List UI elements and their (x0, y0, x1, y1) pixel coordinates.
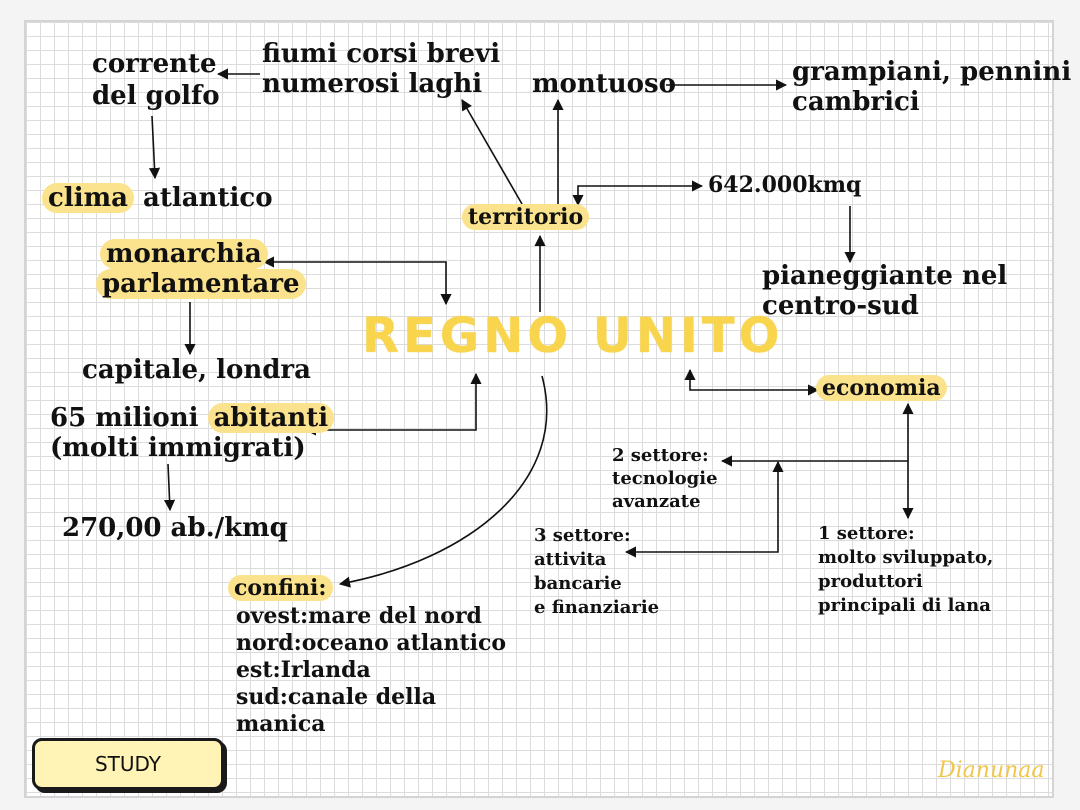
node-montuoso: montuoso (532, 69, 676, 99)
arrow-to-area (572, 180, 704, 207)
node-corrente-2: del golfo (92, 81, 220, 111)
arrow-to-settore3 (624, 460, 784, 558)
node-pianeggiante-1: pianeggiante nel (762, 261, 1008, 291)
node-corrente-1: corrente (92, 49, 217, 79)
node-settore3-2: attivita (534, 549, 607, 570)
node-capitale: capitale, londra (82, 355, 311, 385)
node-settore1-4: principali di lana (818, 595, 991, 616)
node-grampiani-1: grampiani, pennini (792, 57, 1072, 87)
arrow-to-economia (684, 368, 820, 396)
node-settore2-3: avanzate (612, 491, 701, 512)
node-settore1-2: molto sviluppato, (818, 547, 994, 568)
arrow-to-monarchia (262, 256, 452, 306)
node-abitanti-2: (molti immigrati) (50, 433, 306, 463)
node-monarchia-2: parlamentare (96, 269, 306, 299)
arrow-to-confini (338, 375, 548, 588)
node-confini-1: ovest:mare del nord (236, 603, 482, 629)
node-fiumi-2: numerosi laghi (262, 69, 483, 99)
node-confini-3: est:Irlanda (236, 657, 371, 683)
node-settore1-3: produttori (818, 571, 923, 592)
grid-paper (24, 20, 1054, 798)
node-settore2-1: 2 settore: (612, 445, 709, 466)
node-settore1-1: 1 settore: (818, 523, 915, 544)
clima-highlight: clima (42, 183, 134, 213)
node-clima: clima atlantico (42, 183, 273, 213)
node-territorio: territorio (462, 204, 590, 230)
node-pianeggiante-2: centro-sud (762, 291, 919, 321)
study-badge: STUDY (32, 738, 224, 790)
node-densita: 270,00 ab./kmq (62, 513, 288, 543)
author-signature: Dianunaa (938, 758, 1045, 783)
node-confini-5: manica (236, 711, 326, 737)
node-grampiani-2: cambrici (792, 87, 920, 117)
arrow-to-abitanti (304, 372, 482, 436)
node-settore2-2: tecnologie (612, 468, 718, 489)
node-settore3-3: bancarie (534, 573, 622, 594)
node-confini-2: nord:oceano atlantico (236, 630, 507, 656)
arrow-to-clima (148, 115, 161, 180)
node-confini-4: sud:canale della (236, 684, 437, 710)
node-area: 642.000kmq (708, 172, 862, 198)
abitanti-highlight: abitanti (207, 403, 335, 433)
node-monarchia-1: monarchia (100, 239, 268, 269)
node-confini: confini: (228, 575, 333, 601)
node-settore3-4: e finanziarie (534, 597, 660, 618)
node-settore3-1: 3 settore: (534, 525, 631, 546)
arrow-to-fiumi (461, 99, 523, 205)
node-fiumi-1: fiumi corsi brevi (262, 39, 501, 69)
arrow-to-densita (163, 463, 176, 512)
node-abitanti-1: 65 milioni abitanti (50, 403, 335, 433)
map-title: REGNO UNITO (362, 308, 784, 364)
node-economia: economia (816, 375, 947, 401)
